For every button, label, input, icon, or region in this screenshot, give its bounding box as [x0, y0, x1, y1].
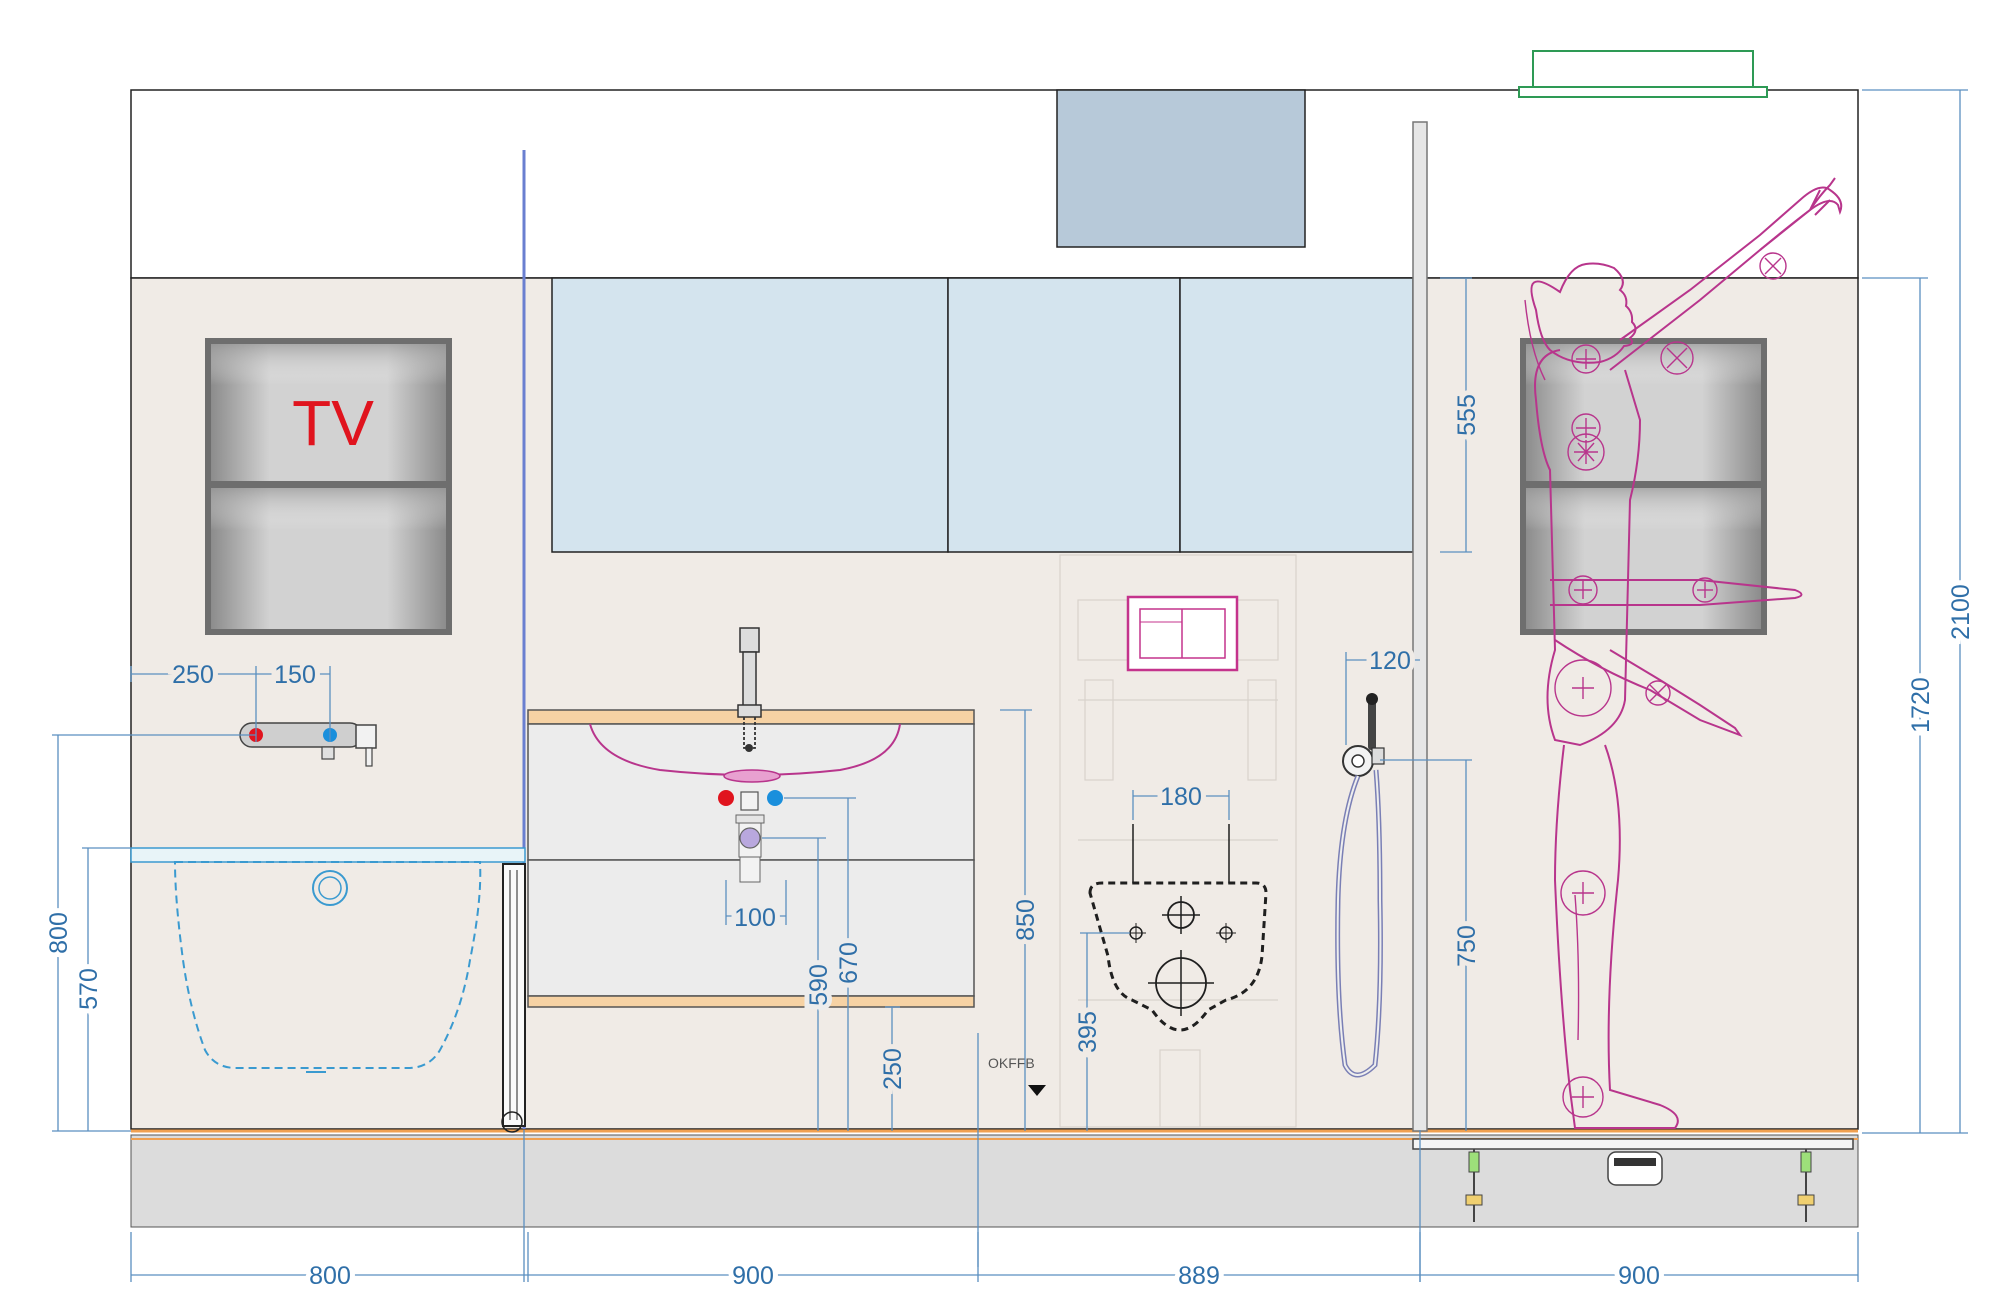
- dim-basin-top: 850: [1012, 899, 1040, 941]
- dim-shower-valve: 750: [1453, 925, 1481, 967]
- mirror-panel-1: [551, 277, 949, 553]
- mirror-cabinets: [551, 277, 1414, 553]
- dim-bottom-4: 900: [1618, 1262, 1660, 1290]
- dimension-lines: 800 900 889 900 2100 1720 750 555 120 18…: [40, 89, 1980, 1295]
- dim-wall-height: 2100: [1947, 584, 1975, 640]
- dim-trap-spacing: 100: [734, 904, 776, 932]
- dim-wc-height: 395: [1074, 1011, 1102, 1053]
- mirror-panel-3: [1179, 277, 1414, 553]
- cold-tap-icon: [767, 790, 783, 806]
- tv-niche: TV: [205, 338, 452, 635]
- okffb-marker: OKFFB: [977, 1033, 1046, 1267]
- window: [1056, 89, 1306, 248]
- dim-bottom-3: 889: [1178, 1262, 1220, 1290]
- dim-tile-height: 1720: [1907, 677, 1935, 733]
- shower-partition-post: [1412, 121, 1428, 1132]
- wall-hung-toilet: [1088, 824, 1268, 1032]
- radiator: [501, 863, 526, 1133]
- dim-bottom-1: 800: [309, 1262, 351, 1290]
- shower-niche: [1520, 338, 1767, 635]
- dim-tub-rim: 570: [75, 968, 103, 1010]
- dim-tap-left: 250: [172, 661, 214, 689]
- floor-slab: [130, 1134, 1859, 1228]
- dim-trap-height: 590: [805, 964, 833, 1006]
- dim-tap-spacing: 150: [274, 661, 316, 689]
- vanity-unit: [527, 627, 975, 1008]
- upper-wall: [130, 89, 1859, 279]
- tv-label: TV: [292, 387, 374, 459]
- wc-installation-frame: [1059, 554, 1297, 1128]
- human-figure: [1524, 177, 1843, 1129]
- mirror-panel-2: [947, 277, 1181, 553]
- hot-tap-icon: [718, 790, 734, 806]
- dim-vanity-gap: 250: [879, 1048, 907, 1090]
- shower-drain-channel: [1412, 1138, 1854, 1222]
- dim-wc-spacing: 180: [1160, 783, 1202, 811]
- ceiling-vent: [1518, 50, 1768, 98]
- shower-set: [1335, 693, 1385, 1078]
- dim-drain-height: 670: [835, 942, 863, 984]
- dim-tub-tap: 800: [45, 912, 73, 954]
- dim-mirror: 555: [1453, 394, 1481, 436]
- dim-bottom-2: 900: [732, 1262, 774, 1290]
- okffb-label: OKFFB: [988, 1055, 1035, 1071]
- flush-plate: [1126, 595, 1239, 672]
- section-marker-icon: [1028, 1085, 1046, 1096]
- bathtub: [130, 847, 526, 1073]
- dim-shower-offset: 120: [1369, 647, 1411, 675]
- bath-mixer: [239, 722, 377, 767]
